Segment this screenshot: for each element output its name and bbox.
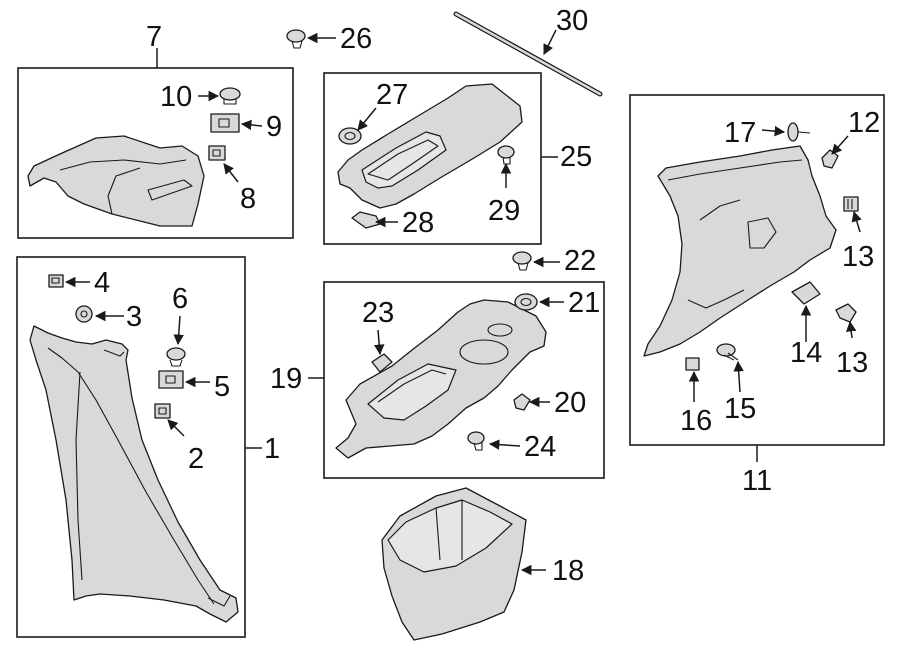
callout-30: 30 — [556, 5, 588, 37]
callout-8: 8 — [240, 183, 256, 215]
screw-29 — [497, 145, 515, 165]
pillar-trim-panel — [29, 325, 239, 623]
nut-3 — [75, 305, 93, 323]
clip-13-lower — [835, 303, 857, 323]
screw-22 — [512, 251, 532, 271]
clip-23 — [371, 353, 393, 373]
screw-6 — [166, 347, 186, 367]
callout-6: 6 — [172, 283, 188, 315]
callout-15: 15 — [724, 393, 756, 425]
callout-11: 11 — [742, 465, 772, 497]
callout-22: 22 — [564, 245, 596, 277]
upper-trim-panel — [27, 135, 205, 227]
clip-9 — [210, 113, 240, 133]
console-lid — [337, 83, 523, 209]
screw-17 — [787, 122, 811, 142]
group-box-7 — [17, 67, 294, 239]
quarter-trim-panel — [643, 145, 837, 357]
callout-25: 25 — [560, 141, 592, 173]
callout-3: 3 — [126, 301, 142, 333]
callout-14: 14 — [790, 337, 822, 369]
callout-9: 9 — [266, 111, 282, 143]
clip-13-upper — [843, 196, 859, 212]
callout-2: 2 — [188, 443, 204, 475]
clip-28 — [351, 211, 381, 229]
screw-10 — [219, 87, 241, 105]
callout-21: 21 — [568, 287, 600, 319]
callout-5: 5 — [214, 371, 230, 403]
clip-2 — [154, 403, 171, 419]
callout-1: 1 — [264, 433, 280, 465]
screw-26 — [286, 29, 306, 49]
screw-15 — [716, 343, 739, 361]
storage-bin — [381, 487, 527, 641]
callout-18: 18 — [552, 555, 584, 587]
callout-16: 16 — [680, 405, 712, 437]
callout-26: 26 — [340, 23, 372, 55]
grommet-27 — [338, 127, 362, 145]
callout-27: 27 — [376, 79, 408, 111]
callout-24: 24 — [524, 431, 556, 463]
clip-16 — [685, 357, 700, 371]
callout-7: 7 — [146, 21, 162, 53]
callout-19: 19 — [270, 363, 302, 395]
pad-14 — [791, 281, 821, 305]
grommet-21 — [514, 293, 538, 311]
clip-5 — [158, 370, 184, 389]
callout-10: 10 — [160, 81, 192, 113]
callout-23: 23 — [362, 297, 394, 329]
screw-24 — [467, 431, 485, 451]
clip-4 — [48, 274, 64, 288]
clip-20 — [513, 393, 531, 411]
callout-17: 17 — [724, 117, 756, 149]
callout-29: 29 — [488, 195, 520, 227]
console-body — [335, 299, 547, 459]
rod-strip — [453, 11, 603, 97]
group-box-1 — [16, 256, 246, 638]
group-box-25 — [323, 72, 542, 245]
callout-13-lower: 13 — [836, 347, 868, 379]
callout-12: 12 — [848, 107, 880, 139]
callout-20: 20 — [554, 387, 586, 419]
callout-13-upper: 13 — [842, 241, 874, 273]
clip-12 — [821, 149, 839, 169]
clip-8 — [208, 145, 226, 161]
group-box-19 — [323, 281, 605, 479]
callout-28: 28 — [402, 207, 434, 239]
callout-4: 4 — [94, 267, 110, 299]
